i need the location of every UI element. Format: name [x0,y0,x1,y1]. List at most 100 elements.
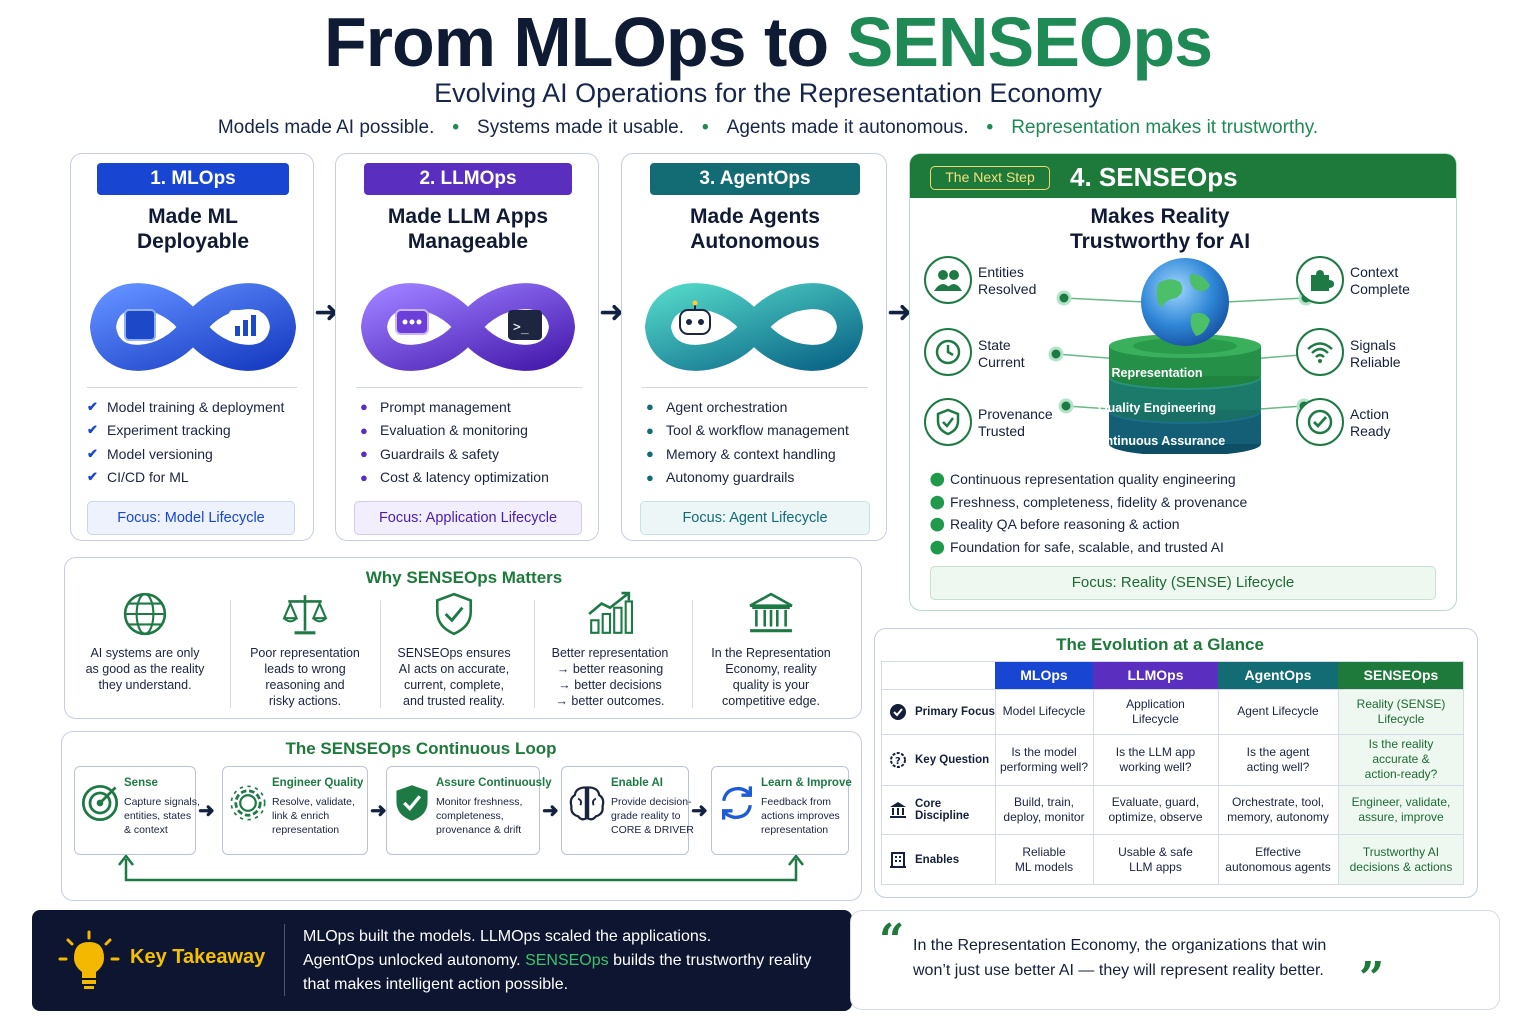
quote-panel: “ In the Representation Economy, the org… [850,910,1500,1010]
loop-return-arrow [118,855,804,882]
table-column-header: LLMOps [1093,661,1218,689]
shield-check-icon [924,398,972,446]
why-senseops-panel: Why SENSEOps Matters [64,557,862,719]
puzzle-icon [1296,256,1344,304]
svg-text:?: ? [895,756,901,767]
close-quote-icon: ” [1359,953,1385,1004]
table-cell: Reality (SENSE)Lifecycle [1356,696,1446,726]
table-row-label: Primary Focus [889,689,995,734]
page-title: From MLOps to SENSEOps [323,3,1213,81]
senseops-bullets: ⬤Continuous representation quality engin… [930,468,1247,558]
gear-question-icon: ? [889,751,907,769]
infinity-loop-icon: >_ [361,283,575,371]
building-icon [889,851,907,869]
stack-layer-label: Continuous Assurance [1088,434,1226,448]
institution-icon [748,591,794,637]
loop-step-title: Enable AI [611,777,663,789]
section-title: The Evolution at a Glance [1056,635,1264,654]
tagline: Representation makes it trustworthy. [1011,117,1319,138]
infinity-loop-icon [90,283,296,371]
tagline: Models made AI possible. [217,117,435,138]
list-item: ●Prompt management [360,398,511,415]
table-cell: Engineer, validate,assure, improve [1351,794,1451,824]
table-row-label: Enables [889,834,995,885]
loop-step-title: Engineer Quality [272,777,364,789]
open-quote-icon: “ [879,915,905,966]
list-item: ✔CI/CD for ML [87,469,189,486]
table-cell: Agent Lifecycle [1237,704,1319,718]
focus-label: Focus: Application Lifecycle [354,501,582,535]
section-title: The SENSEOps Continuous Loop [285,739,557,758]
stage-pill: 3. AgentOps [650,163,860,195]
clock-icon [924,328,972,376]
taglines: Models made AI possible.•Systems made it… [217,117,1319,138]
globe-icon [122,591,168,637]
table-cell: Build, train,deploy, monitor [1003,794,1085,824]
stage-pill: 4. SENSEOps [1070,162,1238,192]
reality-stack-illustration [1048,258,1322,454]
list-item: ●Guardrails & safety [360,445,500,462]
key-takeaway-text: MLOps built the models. LLMOps scaled th… [303,928,812,993]
table-cell: Orchestrate, tool,memory, autonomy [1227,794,1329,824]
stage-pill: 1. MLOps [97,163,289,195]
list-item: ⬤Freshness, completeness, fidelity & pro… [930,493,1248,510]
list-item: ✔Model training & deployment [87,398,285,415]
arrow-right-icon: ➜ [599,296,625,329]
target-icon [80,783,120,828]
tagline: Systems made it usable. [477,117,684,138]
check-circle-icon [889,703,907,721]
lightbulb-icon [58,930,120,989]
list-item: ●Autonomy guardrails [646,469,795,486]
section-title: Why SENSEOps Matters [365,568,563,587]
focus-label: Focus: Model Lifecycle [87,501,295,535]
stage-bullets: ✔Model training & deployment ✔Experiment… [87,395,284,489]
svg-text:>_: >_ [513,320,529,335]
infinity-loop-icon [645,283,863,371]
table-row-label: Core Discipline [889,785,995,834]
key-takeaway-label: Key Takeaway [130,946,266,968]
focus-label: Focus: Agent Lifecycle [640,501,870,535]
arrow-right-icon: ➜ [887,296,913,329]
arrow-right-icon: ➜ [198,800,215,822]
wifi-icon [1296,328,1344,376]
table-cell: Evaluate, guard,optimize, observe [1108,794,1203,824]
senseops-header-bar [910,154,1456,198]
loop-step-title: Learn & Improve [761,777,852,789]
loop-step: Enable AI Provide decision-grade reality … [561,766,694,855]
table-column-header: AgentOps [1218,661,1338,689]
list-item: ●Evaluation & monitoring [360,422,528,439]
table-column-header: SENSEOps [1338,661,1464,689]
check-circle-icon [1296,398,1344,446]
table-cell: Model Lifecycle [1002,704,1086,718]
refresh-icon [717,783,757,828]
gear-icon [228,783,268,828]
loop-step-description: Capture signals,entities, states& contex… [124,796,200,836]
list-item: ●Tool & workflow management [646,422,849,439]
